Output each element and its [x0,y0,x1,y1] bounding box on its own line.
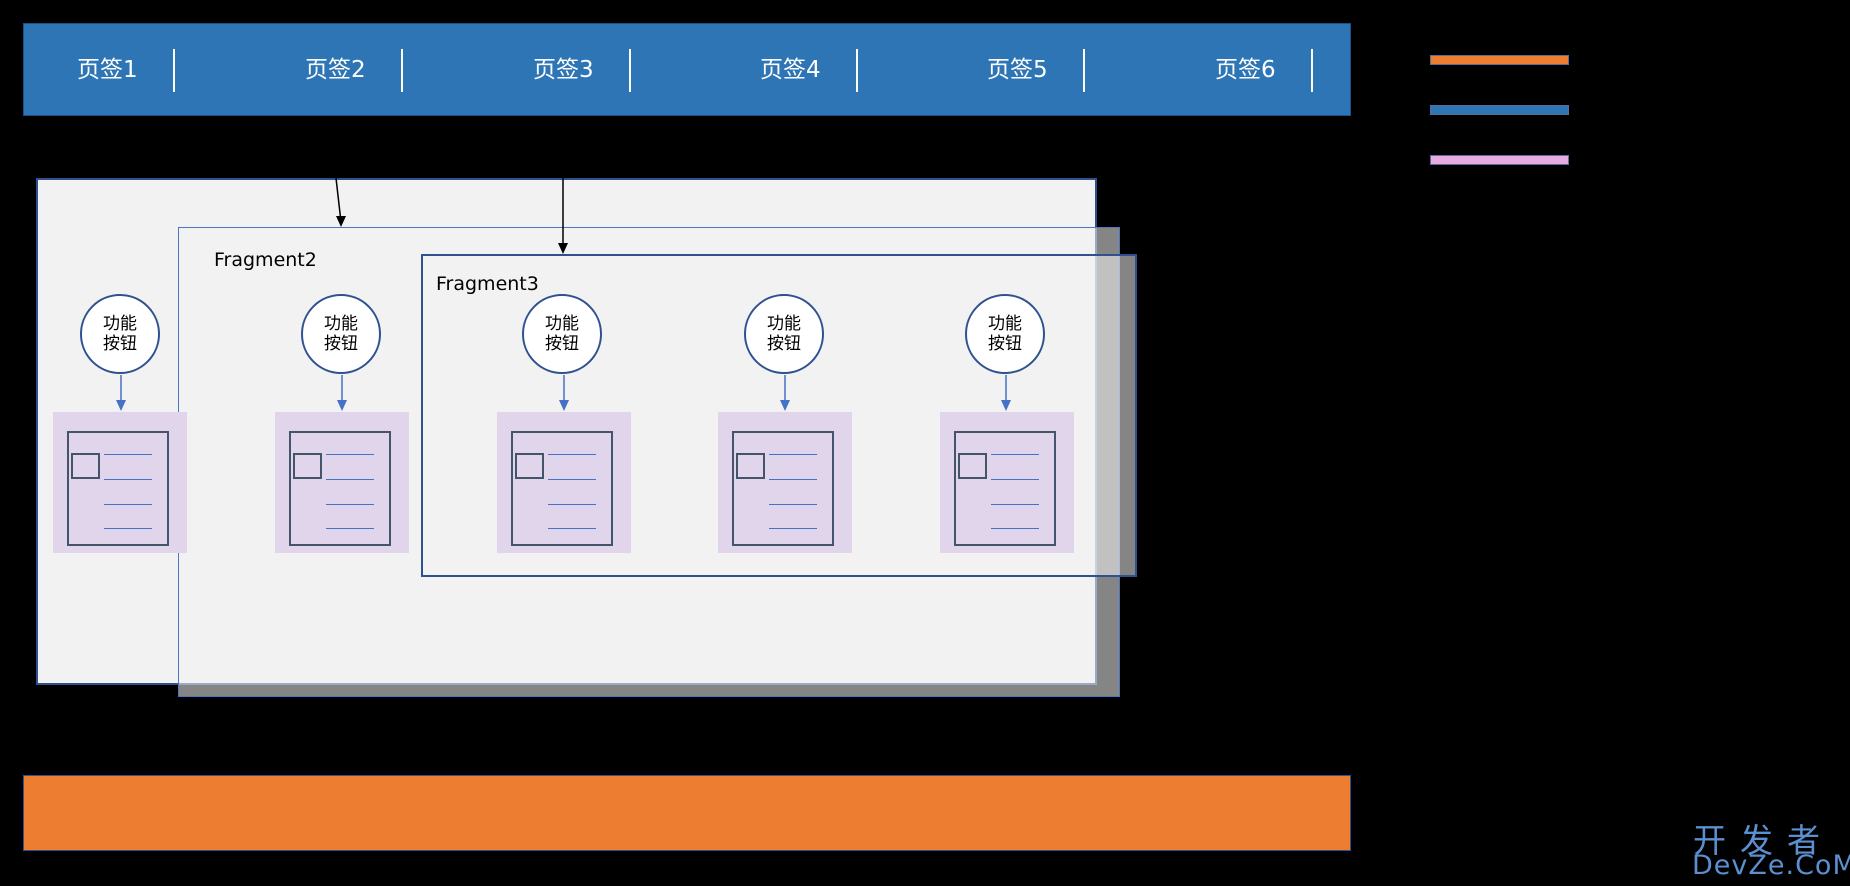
text-line [326,479,374,480]
thumbnail-icon [71,453,100,479]
tab-separator [629,49,631,92]
text-line [104,504,152,505]
text-line [548,479,596,480]
function-button[interactable]: 功能按钮 [301,294,381,374]
text-line [991,479,1039,480]
function-button[interactable]: 功能按钮 [80,294,160,374]
text-line [104,528,152,529]
text-line [769,528,817,529]
fragment3-label: Fragment3 [436,273,539,295]
text-line [326,528,374,529]
thumbnail-icon [515,453,544,479]
text-line [991,454,1039,455]
thumbnail-icon [736,453,765,479]
tab-1[interactable]: 页签1 [77,57,138,83]
tab-bar: 页签1 页签2 页签3 页签4 页签5 页签6 [23,23,1351,116]
document-icon [289,431,391,546]
document-icon [732,431,834,546]
text-line [991,504,1039,505]
legend-line-pink [1430,155,1569,165]
content-card [940,412,1074,553]
text-line [769,454,817,455]
tab-separator [173,49,175,92]
text-line [991,528,1039,529]
tab-6[interactable]: 页签6 [1215,57,1276,83]
content-card [53,412,187,553]
text-line [548,528,596,529]
content-card [275,412,409,553]
text-line [548,454,596,455]
text-line [104,479,152,480]
content-card [497,412,631,553]
tab-separator [1083,49,1085,92]
legend-line-orange [1430,55,1569,65]
tab-separator [856,49,858,92]
content-card [718,412,852,553]
text-line [104,454,152,455]
tab-separator [401,49,403,92]
function-button[interactable]: 功能按钮 [744,294,824,374]
function-button[interactable]: 功能按钮 [522,294,602,374]
tab-separator [1311,49,1313,92]
document-icon [67,431,169,546]
function-button[interactable]: 功能按钮 [965,294,1045,374]
document-icon [511,431,613,546]
bottom-navigation-bar [23,775,1351,851]
text-line [548,504,596,505]
text-line [326,454,374,455]
watermark-text: 开发者 [1693,821,1834,860]
document-icon [954,431,1056,546]
thumbnail-icon [958,453,987,479]
thumbnail-icon [293,453,322,479]
tab-5[interactable]: 页签5 [987,57,1048,83]
tab-3[interactable]: 页签3 [533,57,594,83]
tab-2[interactable]: 页签2 [305,57,366,83]
text-line [769,504,817,505]
text-line [326,504,374,505]
watermark-subtext: DevZe.CoM [1692,850,1850,881]
legend-line-blue [1430,105,1569,115]
tab-4[interactable]: 页签4 [760,57,821,83]
text-line [769,479,817,480]
fragment2-label: Fragment2 [214,249,317,271]
